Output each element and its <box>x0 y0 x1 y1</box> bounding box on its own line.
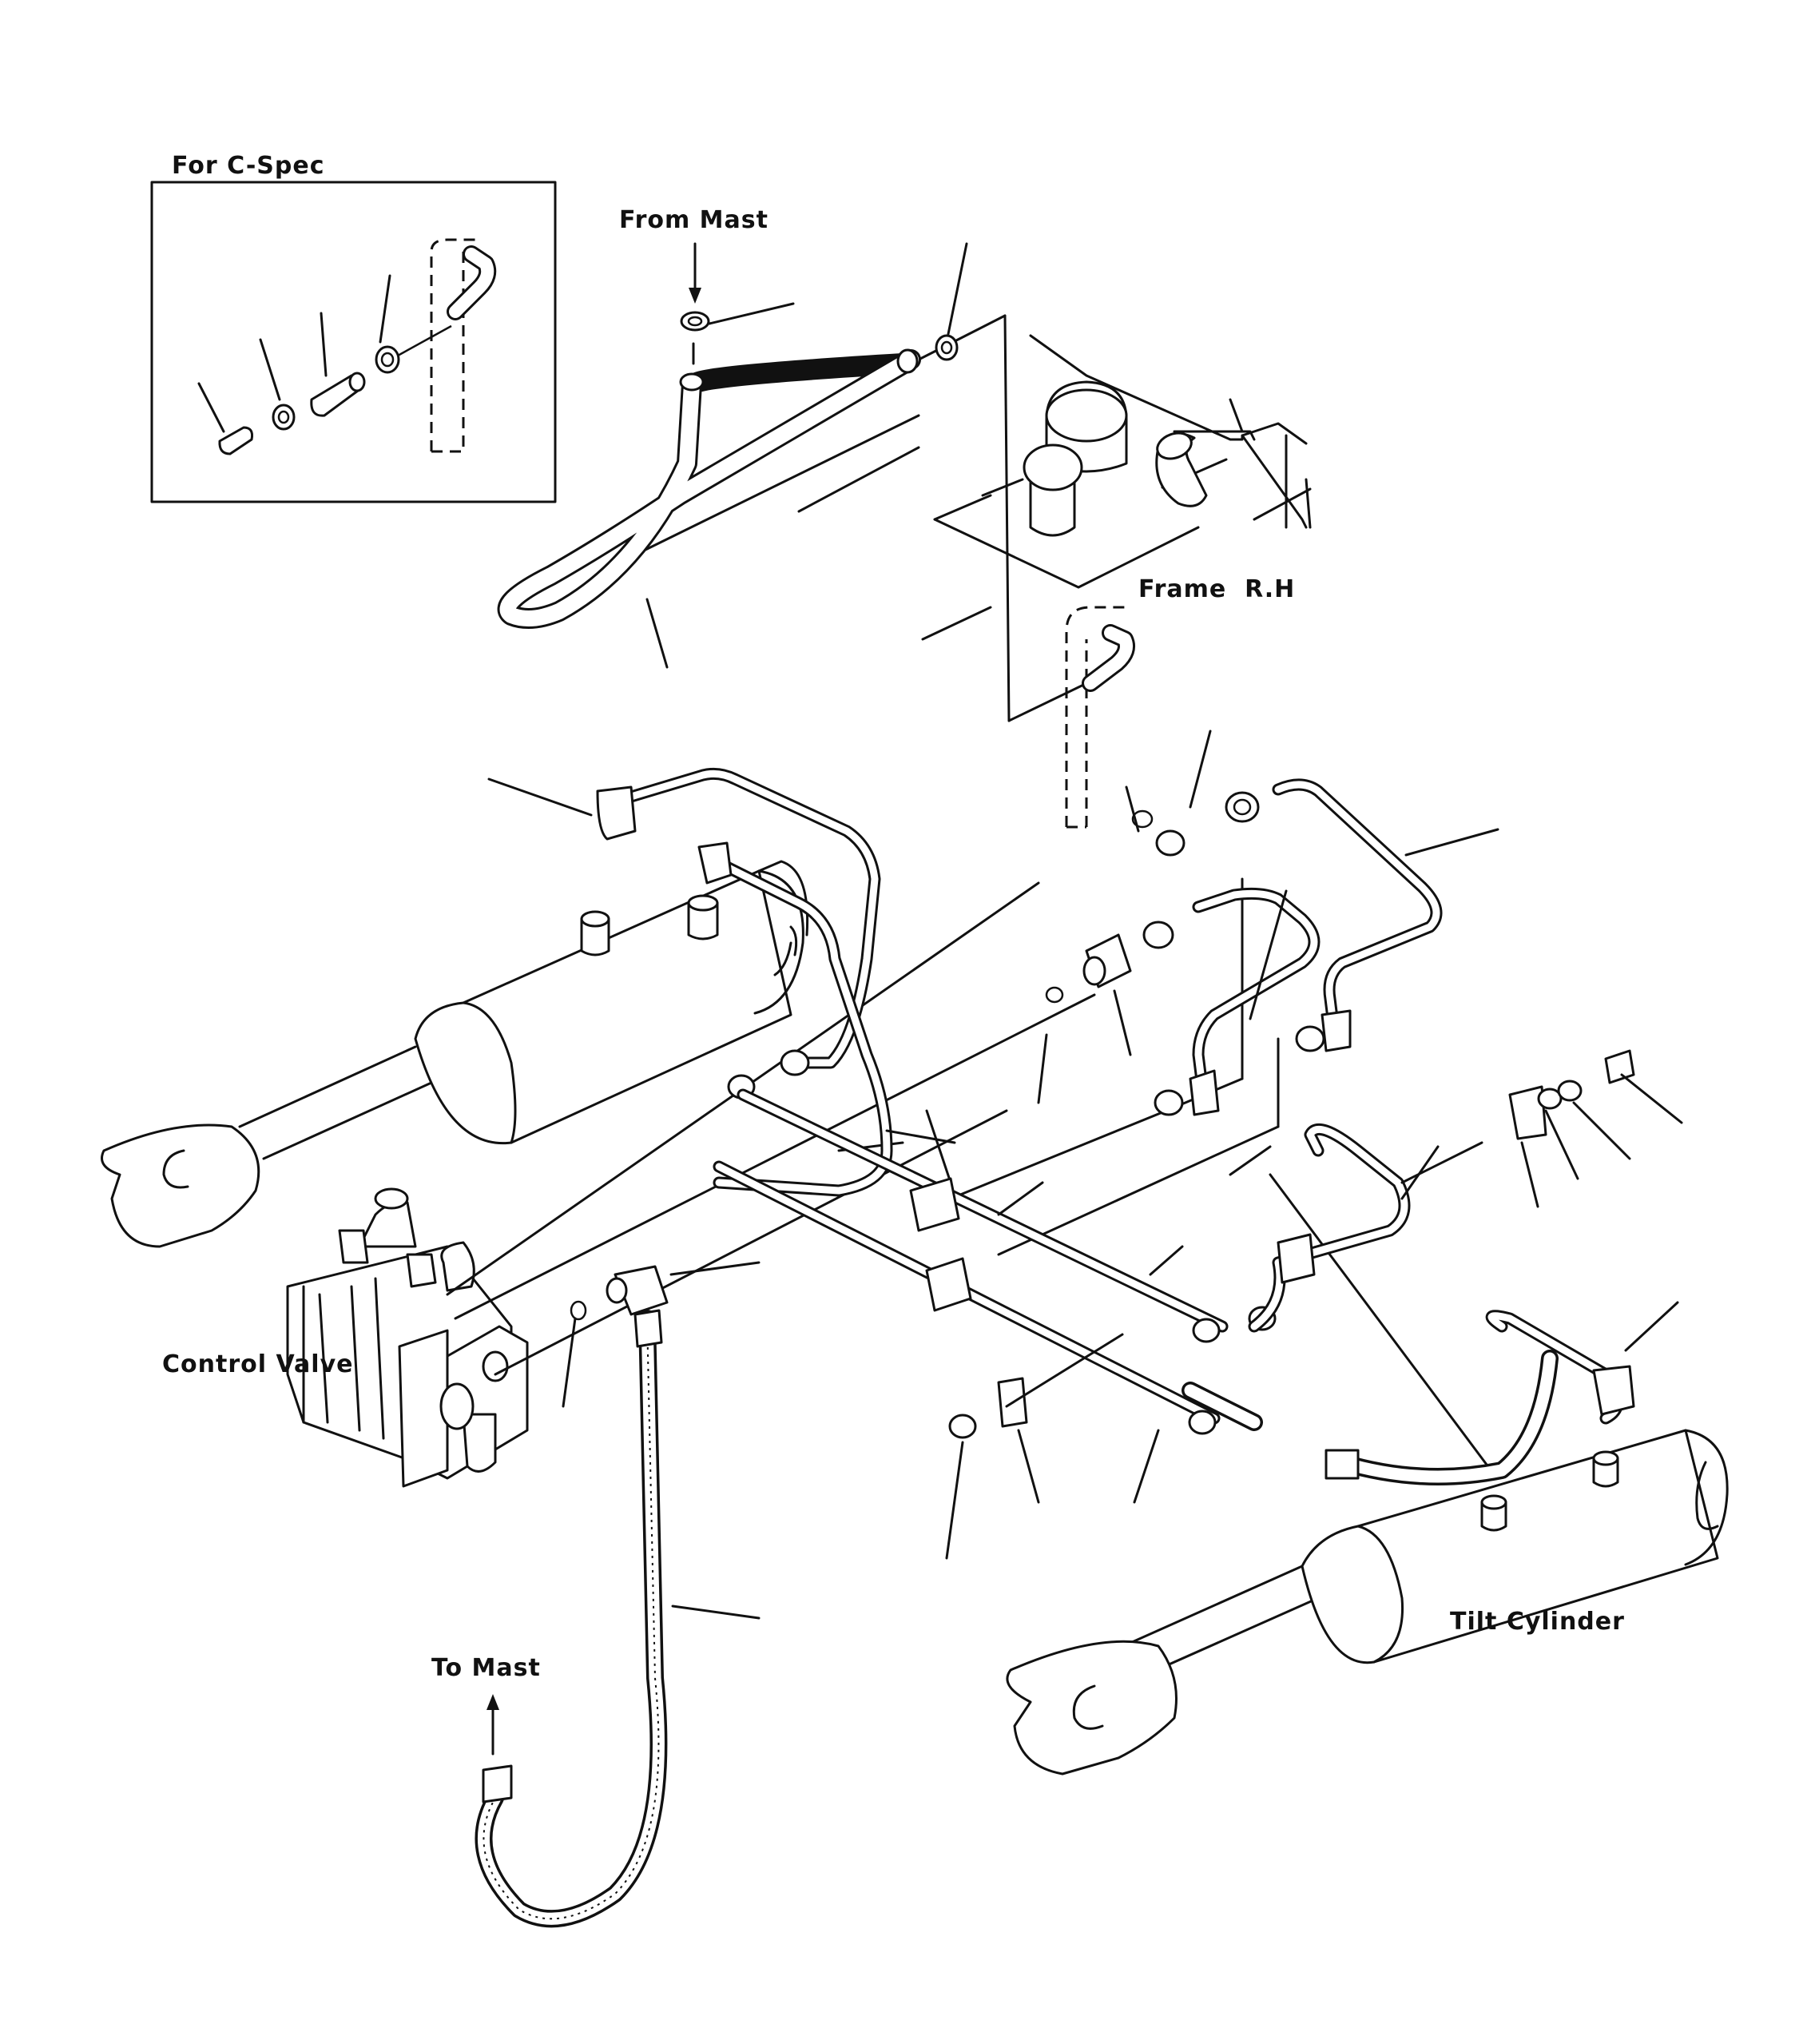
to-mast-label: To Mast <box>431 1654 541 1682</box>
control-valve-body <box>286 1187 529 1488</box>
frame-rh-label: Frame R.H <box>1138 575 1296 603</box>
right-hoses <box>1182 1123 1635 1485</box>
c-spec-inset <box>150 181 557 503</box>
to-mast-hose <box>475 1261 761 1928</box>
c-spec-inset-frame <box>150 181 557 503</box>
top-suction-hose <box>497 242 968 669</box>
thin-lines <box>446 877 1495 1476</box>
from-mast-label: From Mast <box>619 206 768 234</box>
tilt-cylinder-label: Tilt Cylinder <box>1450 1608 1625 1636</box>
right-small-parts <box>487 730 1683 1560</box>
c-spec-label: For C-Spec <box>172 152 325 180</box>
upper-rigid-pipes <box>570 767 1443 1321</box>
control-valve-label: Control Valve <box>162 1350 354 1378</box>
lift-cylinder <box>101 860 809 1248</box>
frame-plate <box>644 314 1312 722</box>
frame-rh-dashed-tube <box>1065 606 1135 829</box>
tilt-cylinder <box>1006 1429 1729 1776</box>
c-spec-dashed-tube <box>430 238 479 451</box>
